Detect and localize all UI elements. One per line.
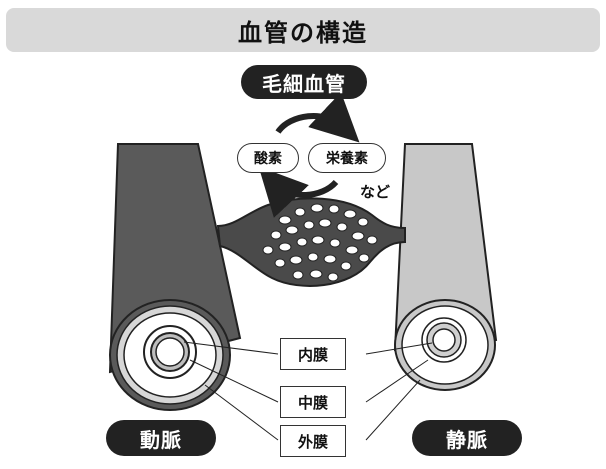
artery-tube — [108, 143, 242, 411]
capillary-label: 毛細血管 — [241, 65, 367, 99]
middle-layer-label: 中膜 — [280, 386, 346, 418]
clockwise-arrow — [275, 92, 360, 143]
nutrients-bubble: 栄養素 — [308, 143, 386, 173]
counterclockwise-arrow — [258, 166, 339, 218]
leader-lines — [183, 341, 433, 441]
inner-layer-label: 内膜 — [280, 338, 346, 370]
etc-note: など — [360, 183, 391, 201]
vein-tube — [393, 143, 498, 391]
oxygen-bubble: 酸素 — [237, 143, 299, 173]
capillary-bed — [216, 197, 406, 287]
diagram-title: 血管の構造 — [238, 18, 368, 47]
vein-label: 静脈 — [412, 420, 522, 456]
outer-layer-label: 外膜 — [280, 425, 346, 457]
artery-label: 動脈 — [106, 420, 216, 456]
title-bar: 血管の構造 — [6, 8, 600, 52]
